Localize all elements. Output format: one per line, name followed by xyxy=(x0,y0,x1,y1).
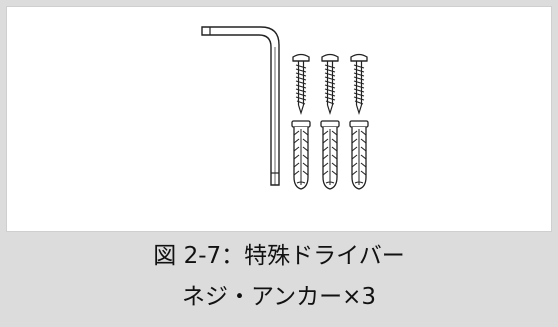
screw-icon xyxy=(321,53,339,114)
screw-icon xyxy=(350,53,368,114)
screw-icon xyxy=(292,53,310,114)
hardware-illustration xyxy=(201,26,369,190)
illustration-panel xyxy=(6,6,552,232)
figure-caption-title: 図 2-7：特殊ドライバー xyxy=(153,243,405,269)
hex-key-icon xyxy=(201,26,280,186)
wall-anchor-icon xyxy=(320,120,340,190)
wall-anchor-icon xyxy=(349,120,369,190)
wall-anchor-icon xyxy=(291,120,311,190)
figure-caption-contents: ネジ・アンカー×3 xyxy=(182,284,376,310)
